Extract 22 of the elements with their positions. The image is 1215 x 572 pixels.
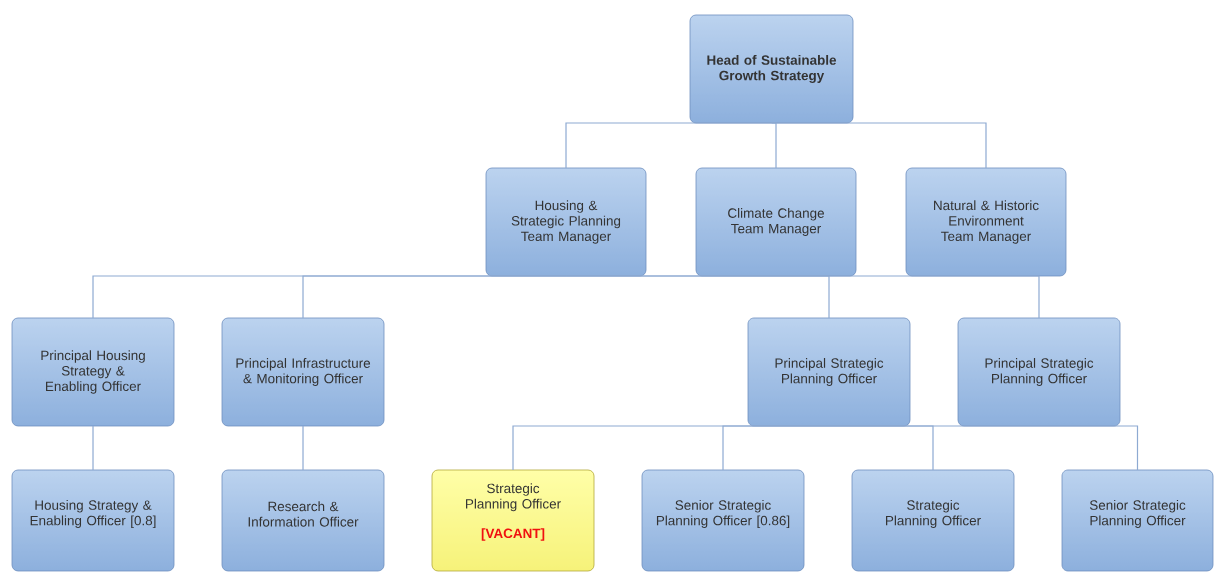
role-box: Head of Sustainable Growth Strategy [689,14,854,124]
role-box: Strategic Planning Officer [851,469,1015,572]
role-box: Research & Information Officer [221,469,385,572]
connector-line [302,425,304,471]
connector-line [722,425,830,471]
connector-line [828,425,1139,471]
role-box: Principal Housing Strategy & Enabling Officer [11,317,175,427]
role-box: Housing Strategy & Enabling Officer [0.8] [11,469,175,572]
role-box: Natural & Historic Environment Team Manager [905,167,1067,277]
role-box: Climate Change Team Manager [695,167,857,277]
role-box: Principal Strategic Planning Officer [957,317,1121,427]
connector-line [302,275,567,319]
role-box: Housing & Strategic Planning Team Manager [485,167,647,277]
vacant-role-box: Strategic Planning Officer [VACANT] [431,469,595,572]
role-box: Senior Strategic Planning Officer [0.86] [641,469,805,572]
role-box: Principal Infrastructure & Monitoring Officer [221,317,385,427]
connector-line [770,122,987,169]
role-box: Senior Strategic Planning Officer [1061,469,1214,572]
connector-line [565,122,773,169]
connector-line [565,275,1040,319]
role-box: Principal Strategic Planning Officer [747,317,911,427]
connector-line [92,425,94,471]
